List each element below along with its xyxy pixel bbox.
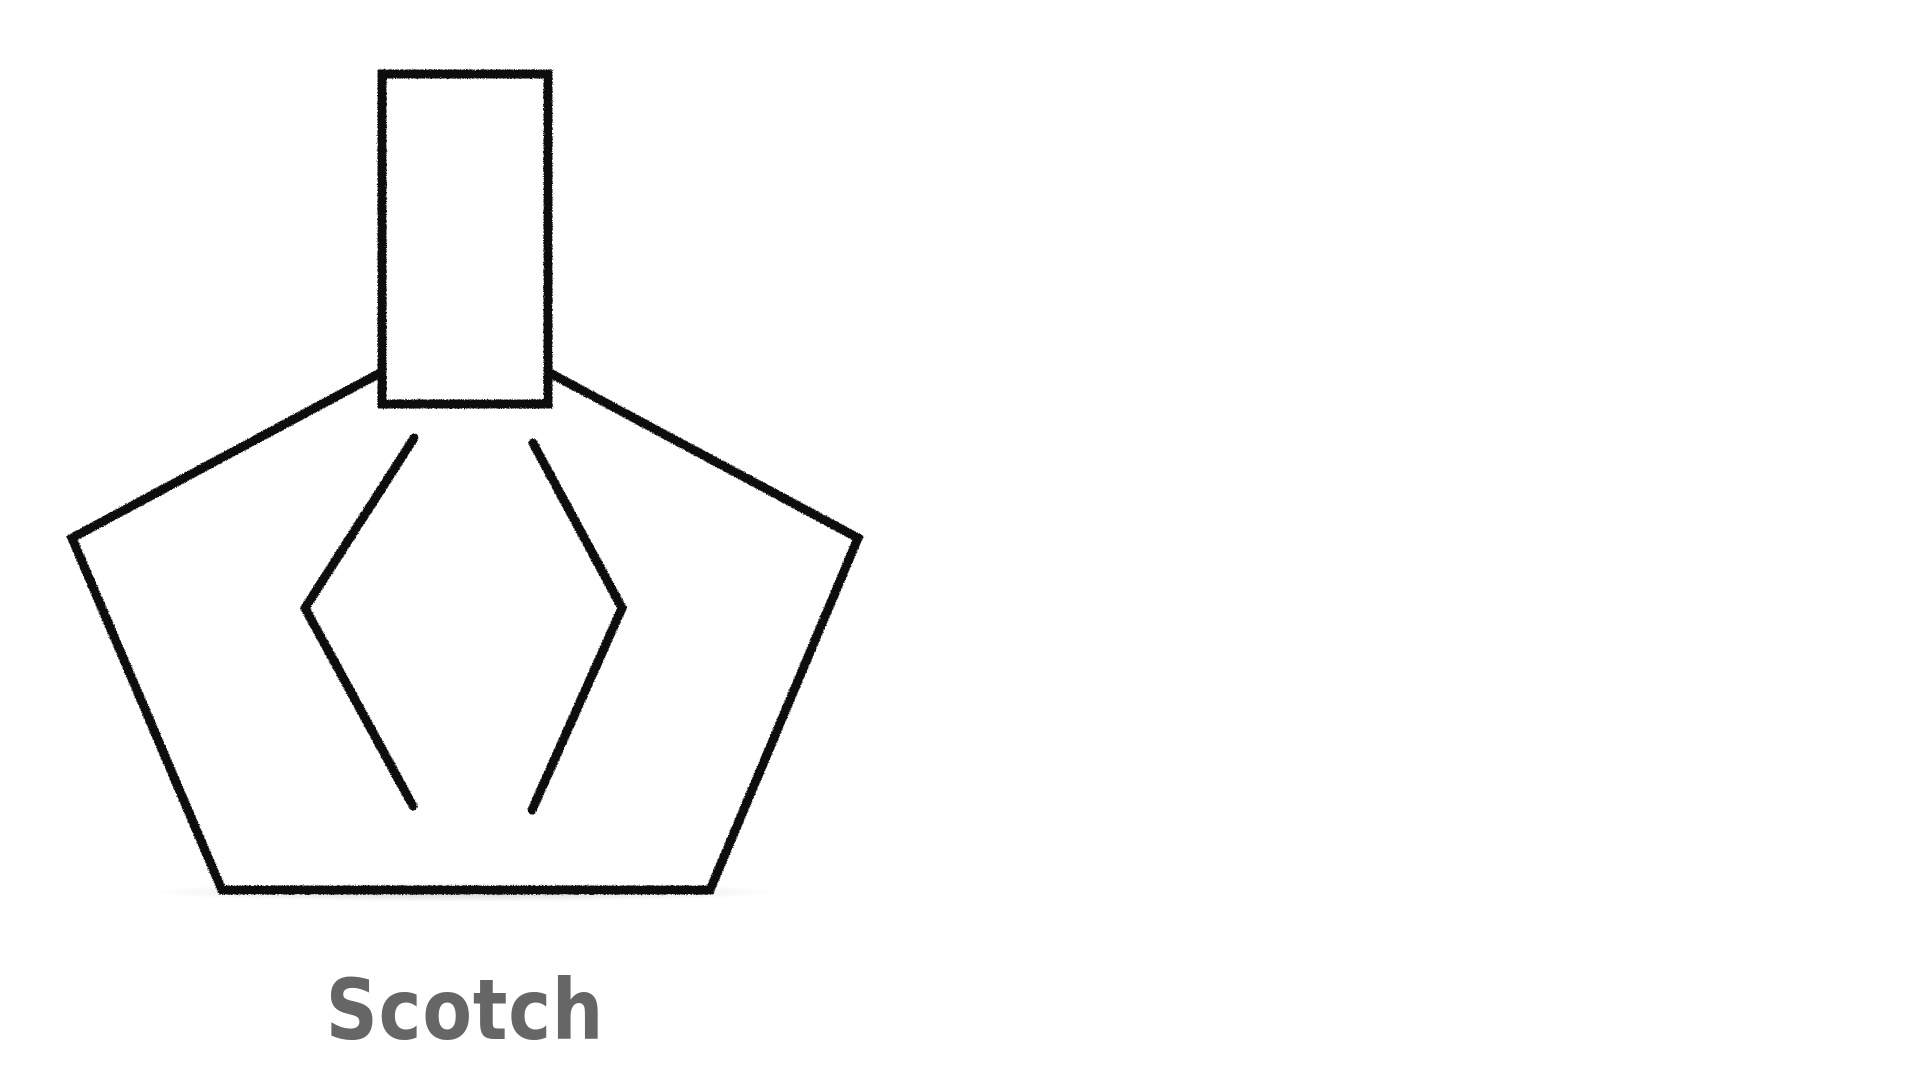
item-caption: Scotch xyxy=(325,961,605,1059)
bottle-label-right-bracket xyxy=(527,438,628,815)
bottle-body-outline xyxy=(66,367,864,895)
bottle-label-left-bracket xyxy=(299,433,419,811)
bottle-neck-outline xyxy=(377,69,553,409)
